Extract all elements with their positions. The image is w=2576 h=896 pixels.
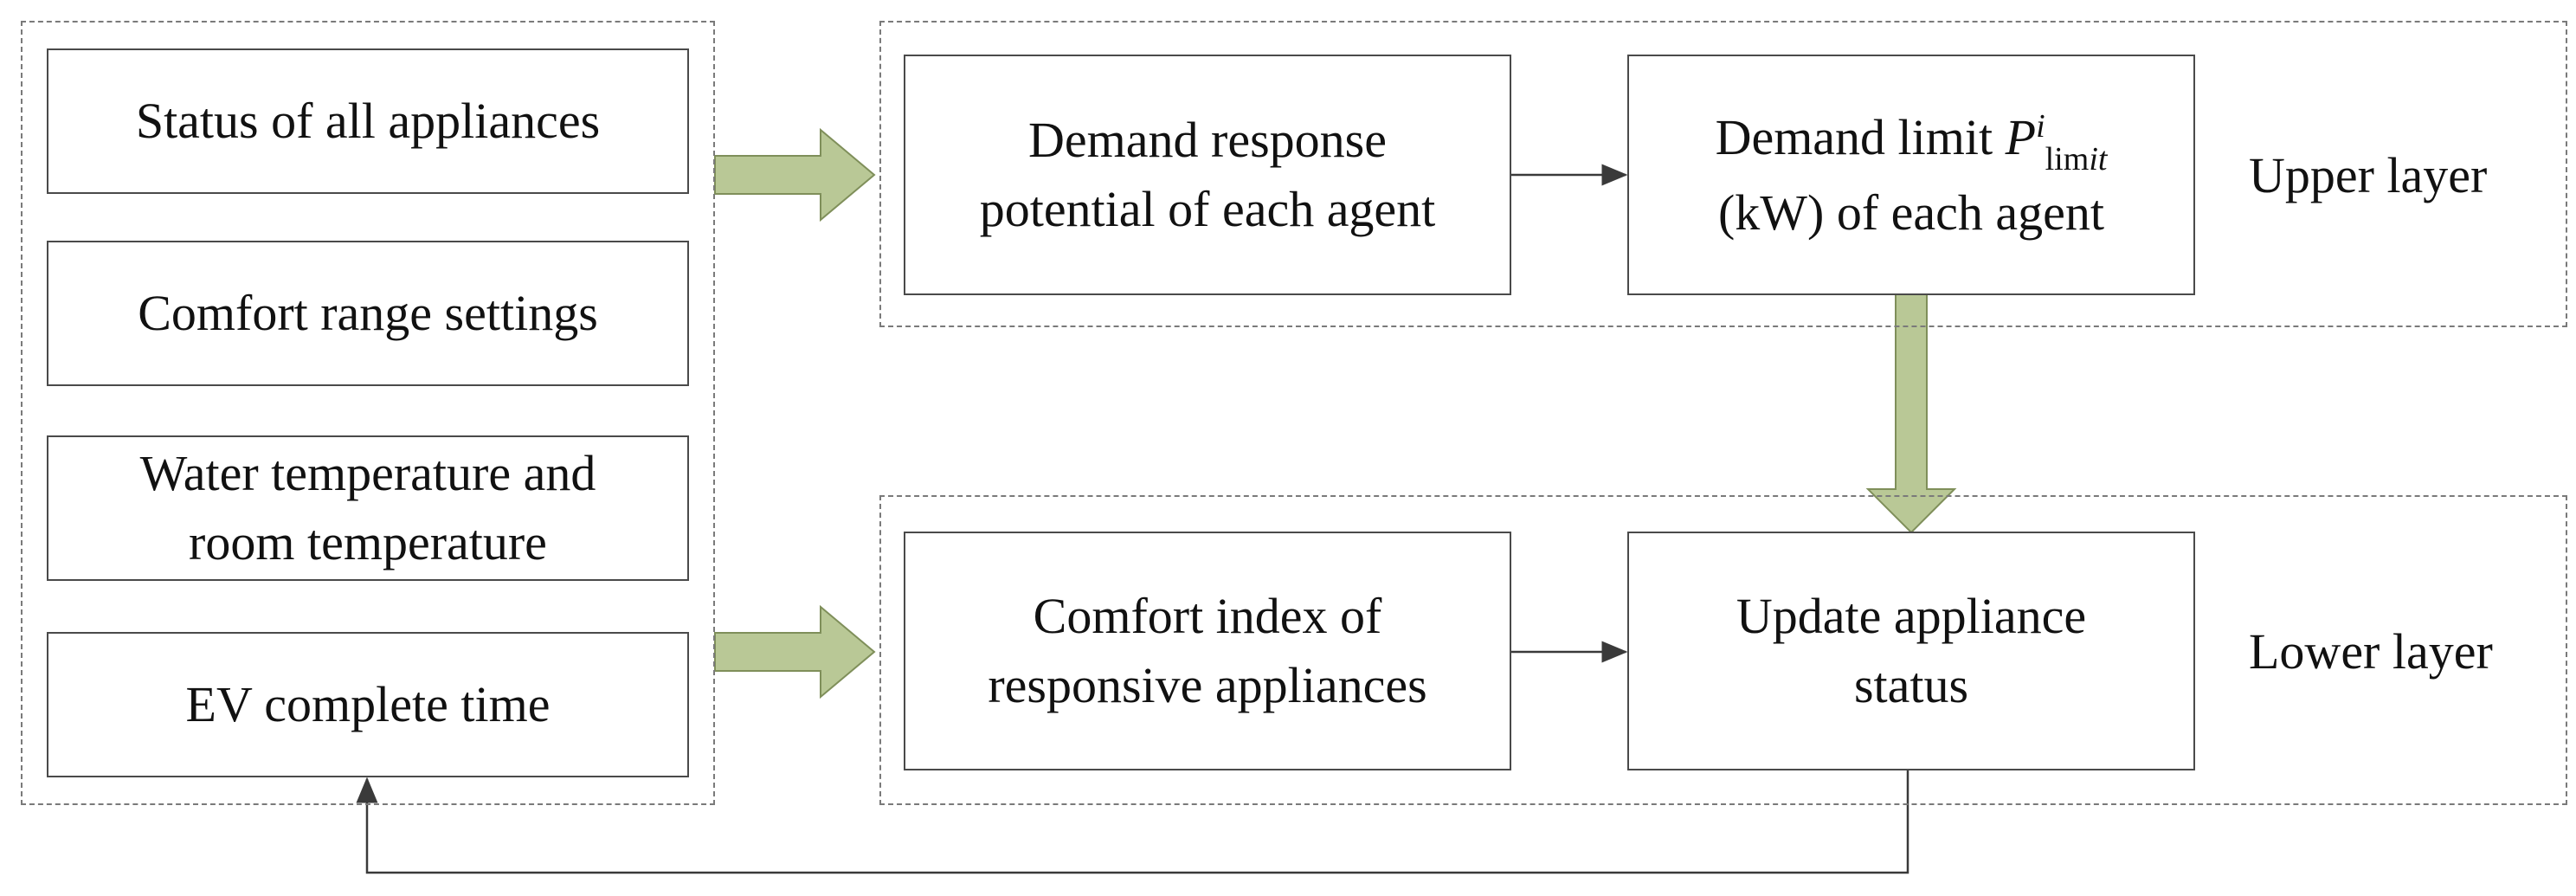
lower-layer-panel [879,495,2567,805]
temperature-line-1: Water temperature and [139,445,596,501]
demand-response-box: Demand response potential of each agent [904,55,1511,295]
block-arrow-inputs-to-upper [714,127,876,222]
demand-limit-sub-italic: it [2089,140,2108,177]
comfort-index-box: Comfort index of responsive appliances [904,532,1511,770]
demand-limit-line-1: Demand limit Pilimit [1716,103,2108,178]
comfort-range-text: Comfort range settings [138,285,598,341]
status-text: Status of all appliances [135,93,601,149]
demand-limit-subscript: limit [2045,141,2108,177]
feedback-arrow [356,770,1909,874]
lower-layer-label: Lower layer [2249,623,2493,680]
upper-layer-panel [879,21,2567,327]
update-status-line-1: Update appliance [1736,588,2087,644]
demand-limit-superscript: i [2036,107,2045,145]
ev-time-box: EV complete time [47,632,689,777]
demand-response-line-1: Demand response [1028,112,1387,168]
block-arrow-inputs-to-lower [714,604,876,699]
demand-limit-symbol: P [2005,108,2037,165]
temperature-box: Water temperature and room temperature [47,435,689,581]
demand-limit-prefix: Demand limit [1715,108,1993,165]
demand-limit-line-2: (kW) of each agent [1717,184,2105,241]
comfort-range-box: Comfort range settings [47,241,689,386]
status-box: Status of all appliances [47,48,689,194]
inputs-panel [21,21,715,805]
temperature-line-2: room temperature [189,514,547,570]
demand-limit-box: Demand limit Pilimit (kW) of each agent [1627,55,2195,295]
update-status-line-2: status [1853,657,1969,713]
demand-response-line-2: potential of each agent [979,181,1436,237]
update-status-box: Update appliance status [1627,532,2195,770]
demand-limit-sub-roman: lim [2045,140,2090,177]
comfort-index-line-2: responsive appliances [988,657,1427,713]
comfort-index-line-1: Comfort index of [1033,588,1382,644]
upper-layer-label: Upper layer [2249,147,2488,203]
ev-time-text: EV complete time [185,676,551,732]
